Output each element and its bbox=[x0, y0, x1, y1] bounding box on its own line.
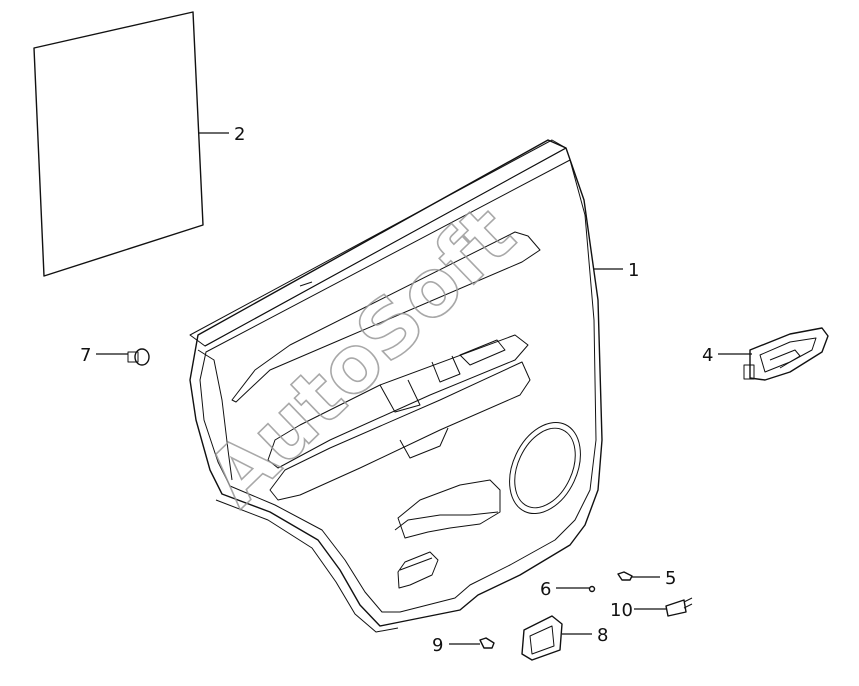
callout-10: 10 bbox=[610, 600, 633, 621]
callout-8: 8 bbox=[597, 625, 608, 646]
part-8-bezel bbox=[521, 615, 563, 661]
part-2-sheet bbox=[33, 11, 204, 277]
callout-9: 9 bbox=[432, 635, 443, 656]
callout-4: 4 bbox=[702, 345, 713, 366]
part-5-screw bbox=[617, 571, 633, 581]
callout-5: 5 bbox=[665, 568, 676, 589]
part-9-screw bbox=[479, 637, 495, 649]
part-4-inner-handle bbox=[743, 327, 829, 381]
callout-7: 7 bbox=[80, 345, 91, 366]
callout-6: 6 bbox=[540, 579, 551, 600]
part-1-door-trim-panel bbox=[189, 139, 603, 633]
part-6-screw bbox=[588, 585, 596, 593]
part-10-connector bbox=[665, 597, 693, 617]
callout-2: 2 bbox=[234, 124, 245, 145]
callout-1: 1 bbox=[628, 260, 639, 281]
part-7-clip bbox=[127, 348, 150, 366]
